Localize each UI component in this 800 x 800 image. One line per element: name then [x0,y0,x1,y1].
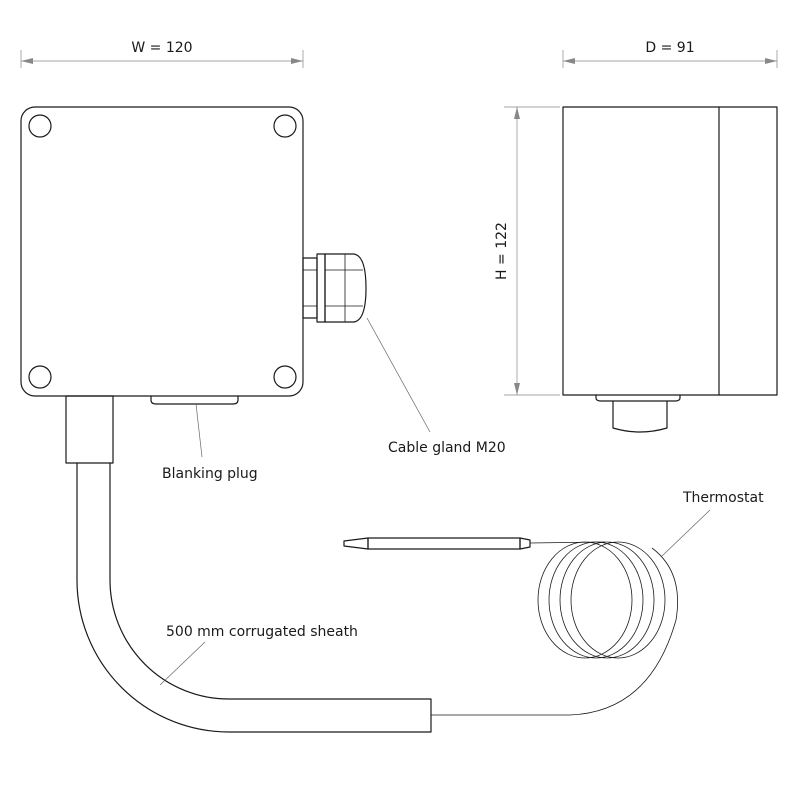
side-sheath-collar [612,400,668,433]
corrugated-sheath [65,395,432,733]
height-dimension: H = 122 [494,106,560,396]
screw-hole-top-right [273,114,297,138]
thermostat-probe [343,537,606,550]
screw-hole-bottom-right [273,365,297,389]
capillary-tube [431,547,678,716]
cable-gland-label: Cable gland M20 [388,440,506,456]
depth-label: D = 91 [645,40,694,56]
thermostat-label: Thermostat [682,490,764,506]
cable-gland-leader [366,317,431,433]
sheath-collar [65,395,114,464]
thermostat-coil [537,541,666,659]
thermostat-leader [661,509,711,557]
cable-gland [302,253,367,323]
width-label: W = 120 [131,40,192,56]
depth-dimension: D = 91 [562,40,778,68]
screw-hole-bottom-left [28,365,52,389]
blanking-plug-label: Blanking plug [162,466,258,482]
enclosure-side-view [562,106,778,433]
width-dimension: W = 120 [20,40,304,68]
height-label: H = 122 [494,222,510,280]
side-blanking-plug [595,394,681,402]
sheath-leader [159,641,206,686]
sheath-label: 500 mm corrugated sheath [166,624,358,640]
screw-hole-top-left [28,114,52,138]
enclosure-front-view [20,106,304,397]
blanking-plug-leader [195,403,203,458]
blanking-plug [150,395,239,405]
